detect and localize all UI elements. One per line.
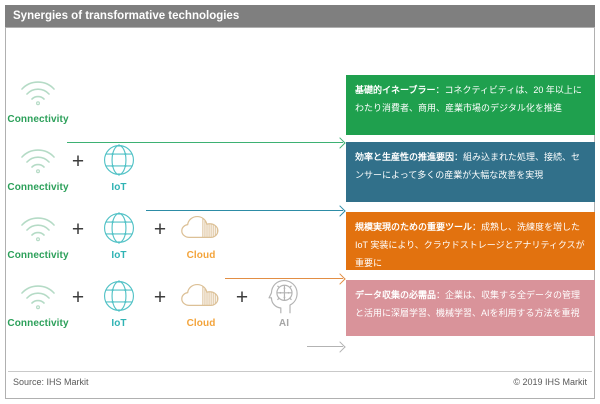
ai-icon [264,277,304,315]
callout-box-connectivity: 基礎的イネーブラー：コネクティビティは、20 年以上にわたり消費者、商用、産業市… [346,75,595,135]
connectivity-icon [16,141,60,179]
arrow-row-3 [225,278,343,279]
cloud-icon [178,277,224,315]
connectivity-icon [16,209,60,247]
cloud-icon [178,209,224,247]
connectivity-label: Connectivity [7,182,69,193]
icon-group-connectivity: Connectivity [6,73,70,125]
figure-title: Synergies of transformative technologies [13,10,240,22]
callout-title: 基礎的イネーブラー [355,85,436,95]
ai-label: AI [278,318,290,329]
synergy-row-1: Connectivity [6,73,594,143]
icon-group-connectivity: Connectivity [6,141,70,193]
cloud-label: Cloud [186,318,216,329]
callout-body: ：コネクティビティは、20 年以上にわたり消費者、商用、産業市場のデジタル化を推… [355,85,582,113]
plus-icon: + [235,286,249,309]
cloud-label: Cloud [186,250,216,261]
synergy-row-4: Connectivity + IoT + Cloud + AI [6,277,594,347]
plus-icon: + [71,218,85,241]
plus-icon: + [71,150,85,173]
connectivity-label: Connectivity [7,114,69,125]
icon-group-iot: IoT [87,277,151,329]
plus-icon: + [153,286,167,309]
connectivity-icon [16,277,60,315]
plus-icon: + [71,286,85,309]
icon-group-connectivity: Connectivity [6,209,70,261]
icon-group-ai: AI [252,277,316,329]
callout-box-ai: データ収集の必需品：企業は、収集する全データの管理と活用に深層学習、機械学習、A… [346,280,595,336]
iot-icon [100,209,138,247]
callout-body: ：成熟し、洗練度を増したIoT 実装により、クラウドストレージとアナリティクスが… [355,222,585,268]
callout-title: 規模実現のための重要ツール [355,222,473,232]
footer-divider [8,371,592,372]
callout-body: ：組み込まれた処理、接続、センサーによって多くの産業が大幅な改善を実現 [355,152,581,180]
arrow-row-1 [67,142,343,143]
connectivity-label: Connectivity [7,318,69,329]
iot-icon [100,141,138,179]
icon-group-connectivity: Connectivity [6,277,70,329]
icon-group-cloud: Cloud [169,209,233,261]
callout-body: ：企業は、収集する全データの管理と活用に深層学習、機械学習、AIを利用する方法を… [355,290,581,318]
iot-icon [100,277,138,315]
arrow-row-2 [146,210,343,211]
callout-title: データ収集の必需品 [355,290,437,300]
connectivity-icon [16,73,60,111]
synergy-row-3: Connectivity + IoT + Cloud [6,209,594,279]
iot-label: IoT [111,182,127,193]
synergy-row-2: Connectivity + IoT [6,141,594,211]
icon-group-iot: IoT [87,141,151,193]
arrow-row-4 [307,346,343,347]
iot-label: IoT [111,250,127,261]
figure-title-bar: Synergies of transformative technologies [5,5,595,27]
iot-label: IoT [111,318,127,329]
source-note: Source: IHS Markit [13,377,89,387]
callout-box-iot: 効率と生産性の推進要因：組み込まれた処理、接続、センサーによって多くの産業が大幅… [346,142,595,202]
plus-icon: + [153,218,167,241]
icon-group-cloud: Cloud [169,277,233,329]
copyright-note: © 2019 IHS Markit [513,377,587,387]
callout-box-cloud: 規模実現のための重要ツール：成熟し、洗練度を増したIoT 実装により、クラウドス… [346,212,595,270]
figure-body: Connectivity Connectivity + IoT Connecti… [5,27,595,399]
connectivity-label: Connectivity [7,250,69,261]
icon-group-iot: IoT [87,209,151,261]
callout-title: 効率と生産性の推進要因 [355,152,455,162]
